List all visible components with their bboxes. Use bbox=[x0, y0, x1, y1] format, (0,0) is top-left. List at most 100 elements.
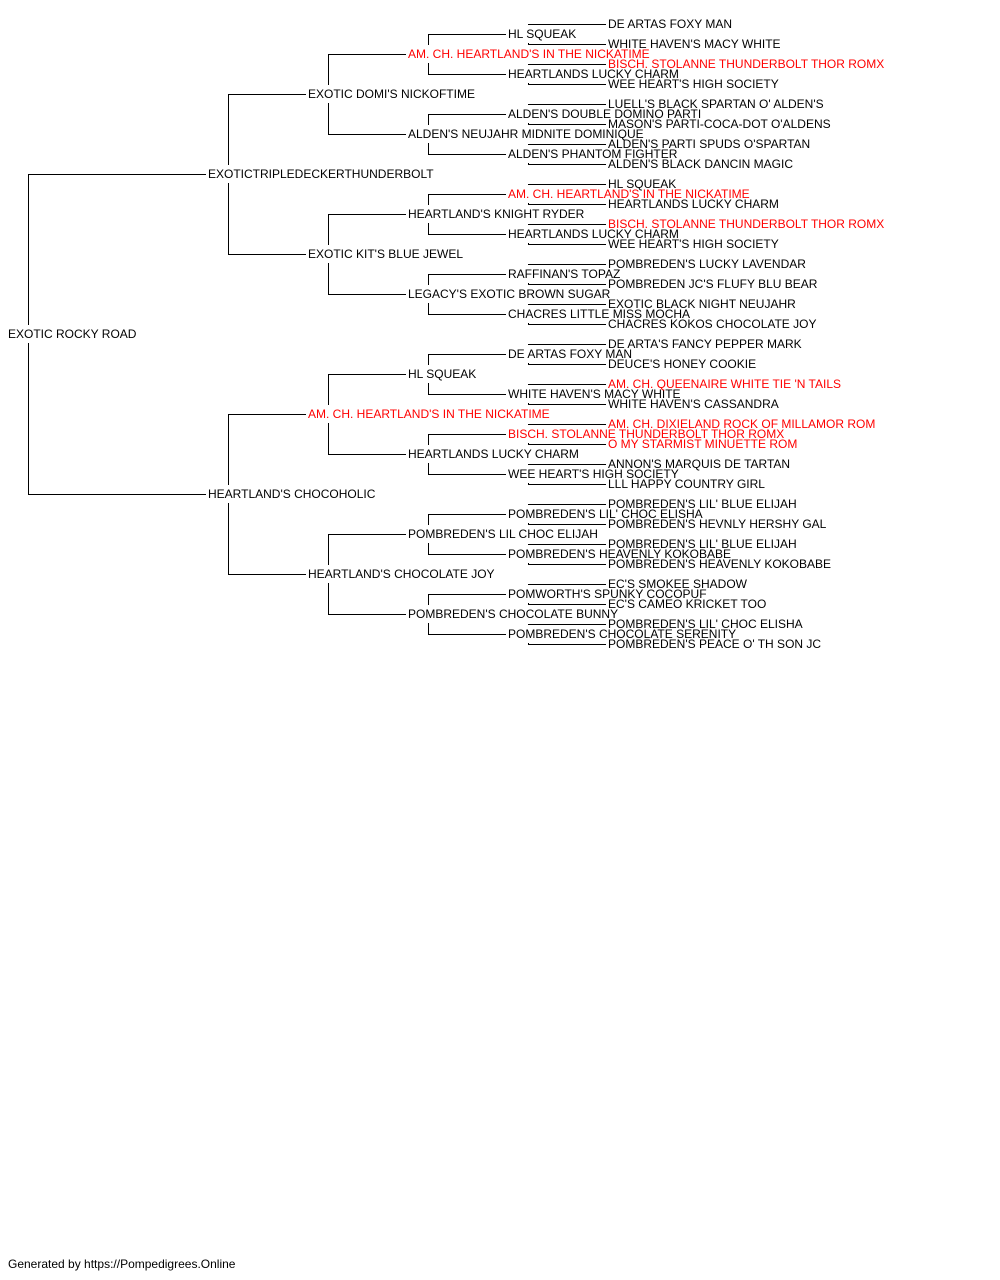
ancestor-name: EC'S SMOKEE SHADOW bbox=[608, 577, 748, 591]
connector-sire bbox=[28, 174, 206, 325]
ancestor-name: CHACRES LITTLE MISS MOCHA bbox=[508, 307, 690, 321]
connector-sire bbox=[528, 184, 606, 185]
connector-dam bbox=[528, 443, 606, 445]
ancestor-name: AM. CH. HEARTLAND'S IN THE NICKATIME bbox=[508, 187, 750, 201]
ancestor-name: BISCH. STOLANNE THUNDERBOLT THOR ROMX bbox=[508, 427, 784, 441]
connector-sire bbox=[428, 274, 506, 285]
connector-sire bbox=[528, 144, 606, 145]
ancestor-name: POMBREDEN'S HEAVENLY KOKOBABE bbox=[508, 547, 731, 561]
ancestor-name: HEARTLANDS LUCKY CHARM bbox=[508, 227, 679, 241]
connector-sire bbox=[528, 304, 606, 305]
ancestor-name: RAFFINAN'S TOPAZ bbox=[508, 267, 620, 281]
ancestor-name: POMBREDEN'S CHOCOLATE SERENITY bbox=[508, 627, 736, 641]
ancestor-name: WHITE HAVEN'S MACY WHITE bbox=[608, 37, 781, 51]
connector-sire bbox=[328, 54, 406, 85]
connector-dam bbox=[28, 343, 206, 495]
ancestor-name: HL SQUEAK bbox=[408, 367, 476, 381]
ancestor-name: AM. CH. HEARTLAND'S IN THE NICKATIME bbox=[308, 407, 550, 421]
ancestor-name: HL SQUEAK bbox=[608, 177, 676, 191]
connector-sire bbox=[428, 434, 506, 445]
ancestor-name: AM. CH. HEARTLAND'S IN THE NICKATIME bbox=[408, 47, 650, 61]
ancestor-name: CHACRES KOKOS CHOCOLATE JOY bbox=[608, 317, 816, 331]
ancestor-name: POMBREDEN'S HEAVENLY KOKOBABE bbox=[608, 557, 831, 571]
connector-dam bbox=[528, 283, 606, 285]
connector-dam bbox=[328, 583, 406, 615]
connector-dam bbox=[528, 43, 606, 45]
connector-sire bbox=[528, 464, 606, 465]
connector-dam bbox=[228, 183, 306, 255]
ancestor-name: HEARTLANDS LUCKY CHARM bbox=[508, 67, 679, 81]
ancestor-name: ALDEN'S DOUBLE DOMINO PARTI bbox=[508, 107, 701, 121]
connector-dam bbox=[428, 223, 506, 235]
ancestor-name: EXOTICTRIPLEDECKERTHUNDERBOLT bbox=[208, 167, 434, 181]
ancestor-name: HEARTLAND'S CHOCOLATE JOY bbox=[308, 567, 495, 581]
connector-dam bbox=[528, 523, 606, 525]
connector-dam bbox=[528, 483, 606, 485]
connector-sire bbox=[328, 534, 406, 565]
ancestor-name: DE ARTAS FOXY MAN bbox=[508, 347, 632, 361]
ancestor-name: DEUCE'S HONEY COOKIE bbox=[608, 357, 756, 371]
ancestor-name: POMBREDEN'S HEVNLY HERSHY GAL bbox=[608, 517, 827, 531]
ancestor-name: EXOTIC BLACK NIGHT NEUJAHR bbox=[608, 297, 796, 311]
ancestor-name: ALDEN'S PHANTOM FIGHTER bbox=[508, 147, 678, 161]
connector-dam bbox=[528, 563, 606, 565]
ancestor-name: DE ARTA'S FANCY PEPPER MARK bbox=[608, 337, 802, 351]
connector-sire bbox=[328, 374, 406, 405]
ancestor-name: POMBREDEN'S LIL' CHOC ELISHA bbox=[608, 617, 803, 631]
ancestor-name: WHITE HAVEN'S CASSANDRA bbox=[608, 397, 779, 411]
ancestor-name: O MY STARMIST MINUETTE ROM bbox=[608, 437, 797, 451]
connector-sire bbox=[328, 214, 406, 245]
connector-dam bbox=[428, 623, 506, 635]
ancestor-name: LEGACY'S EXOTIC BROWN SUGAR bbox=[408, 287, 611, 301]
ancestor-name: AM. CH. QUEENAIRE WHITE TIE 'N TAILS bbox=[608, 377, 841, 391]
connector-dam bbox=[428, 143, 506, 155]
connector-sire bbox=[428, 114, 506, 125]
ancestor-name: POMBREDEN'S LIL' BLUE ELIJAH bbox=[608, 497, 797, 511]
ancestor-name: POMBREDEN'S LUCKY LAVENDAR bbox=[608, 257, 806, 271]
ancestor-name: POMBREDEN'S LIL CHOC ELIJAH bbox=[408, 527, 598, 541]
connector-dam bbox=[528, 363, 606, 365]
connector-sire bbox=[528, 624, 606, 625]
ancestor-name: EC'S CAMEO KRICKET TOO bbox=[608, 597, 766, 611]
ancestor-name: ANNON'S MARQUIS DE TARTAN bbox=[608, 457, 790, 471]
connector-dam bbox=[428, 63, 506, 75]
connector-dam bbox=[528, 643, 606, 645]
ancestor-name: POMBREDEN'S CHOCOLATE BUNNY bbox=[408, 607, 618, 621]
ancestor-name: POMBREDEN JC'S FLUFY BLU BEAR bbox=[608, 277, 818, 291]
connector-dam bbox=[528, 163, 606, 165]
connector-dam bbox=[428, 383, 506, 395]
ancestor-name: WEE HEART'S HIGH SOCIETY bbox=[608, 237, 779, 251]
ancestor-name: WHITE HAVEN'S MACY WHITE bbox=[508, 387, 681, 401]
ancestor-name: BISCH. STOLANNE THUNDERBOLT THOR ROMX bbox=[608, 57, 884, 71]
connector-dam bbox=[528, 243, 606, 245]
connector-sire bbox=[528, 424, 606, 425]
connector-dam bbox=[528, 203, 606, 205]
connector-dam bbox=[228, 503, 306, 575]
connector-sire bbox=[528, 544, 606, 545]
connector-dam bbox=[528, 123, 606, 125]
ancestor-name: HEARTLAND'S KNIGHT RYDER bbox=[408, 207, 585, 221]
connector-sire bbox=[428, 594, 506, 605]
subject-name: EXOTIC ROCKY ROAD bbox=[8, 327, 137, 341]
ancestor-name: ALDEN'S PARTI SPUDS O'SPARTAN bbox=[608, 137, 810, 151]
ancestor-name: POMBREDEN'S PEACE O' TH SON JC bbox=[608, 637, 821, 651]
connector-sire bbox=[428, 34, 506, 45]
ancestor-name: POMWORTH'S SPUNKY COCOPUF bbox=[508, 587, 707, 601]
connector-dam bbox=[528, 403, 606, 405]
connector-dam bbox=[328, 263, 406, 295]
connector-dam bbox=[528, 83, 606, 85]
ancestor-name: HL SQUEAK bbox=[508, 27, 576, 41]
connector-dam bbox=[528, 603, 606, 605]
connector-dam bbox=[428, 543, 506, 555]
connector-sire bbox=[228, 94, 306, 165]
connector-dam bbox=[528, 323, 606, 325]
connector-sire bbox=[428, 194, 506, 205]
connector-sire bbox=[528, 104, 606, 105]
connector-sire bbox=[528, 344, 606, 345]
connector-dam bbox=[328, 423, 406, 455]
ancestor-name: EXOTIC KIT'S BLUE JEWEL bbox=[308, 247, 463, 261]
ancestor-name: POMBREDEN'S LIL' BLUE ELIJAH bbox=[608, 537, 797, 551]
connector-sire bbox=[528, 24, 606, 25]
ancestor-name: HEARTLANDS LUCKY CHARM bbox=[608, 197, 779, 211]
